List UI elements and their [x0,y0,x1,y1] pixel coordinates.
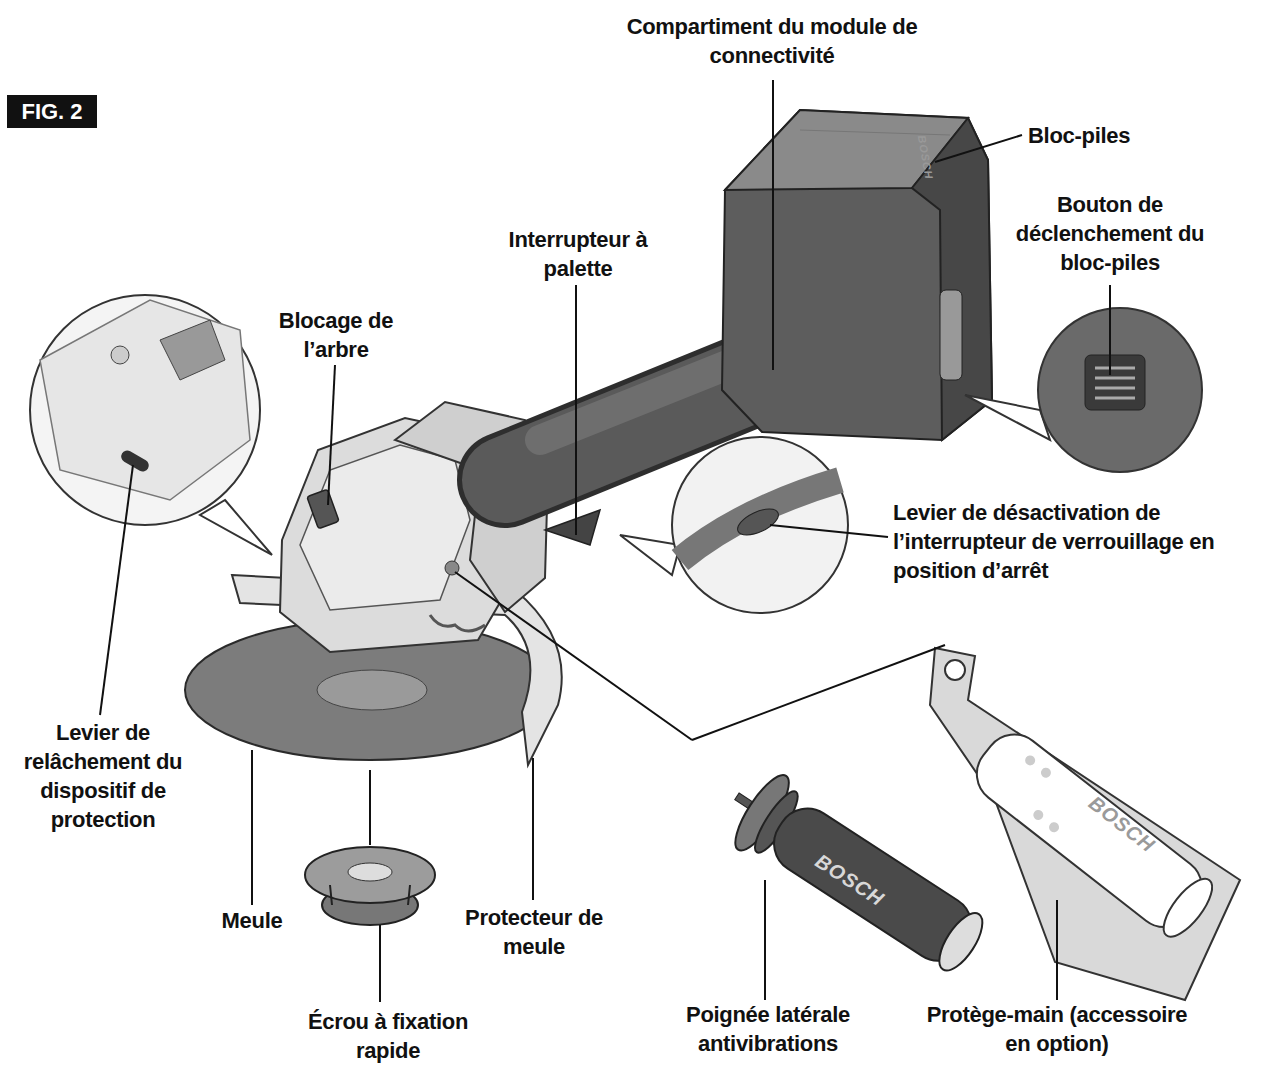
part-label: Protecteur de meule [457,903,612,961]
leader-line [251,750,253,905]
leader-line [369,770,371,845]
hand-guard [930,648,1240,1000]
leader-line [692,645,945,740]
part-label: Bloc-piles [1028,121,1168,150]
gear-head [307,489,339,528]
part-label: Poignée latérale antivibrations [666,1000,871,1058]
battery-pack [800,130,950,135]
hand-guard [1023,753,1037,767]
hand-guard [945,660,965,680]
gear-head [430,615,485,631]
battery-pack [722,110,992,440]
hand-guard [1047,820,1061,834]
inset-guard-lever [119,448,151,473]
inset-lock-off-lever [734,504,782,541]
part-label: Compartiment du module de connectivité [612,12,932,70]
hand-guard [1031,808,1045,822]
part-label: Protège-main (accessoire en option) [926,1000,1188,1058]
hand-guard [1039,766,1053,780]
inset-guard-lever [200,500,272,555]
leader-line [935,135,1022,162]
quick-nut [305,847,435,903]
part-label: Levier de relâchement du dispositif de p… [17,718,189,834]
leader-line [575,285,577,535]
figure-tag: FIG. 2 [7,95,97,128]
leader-line [1109,285,1111,375]
leader-line [772,80,774,370]
inset-lock-off-lever [620,437,848,613]
inset-battery-button [965,395,1050,440]
part-label: Meule [202,906,302,935]
inset-guard-lever [30,295,260,525]
hand-guard [930,648,1240,1000]
gear-head [300,445,470,610]
quick-nut [348,863,392,881]
grip-handle [545,510,600,545]
inset-battery-button [1038,308,1202,472]
leader-line [455,572,692,740]
inset-guard-lever [111,346,129,364]
leader-line [770,525,888,537]
inset-lock-off-lever [680,480,840,560]
inset-lock-off-lever [672,437,848,613]
battery-pack [722,110,992,440]
figure-number: FIG. 2 [21,99,82,125]
grinding-wheel [317,670,427,710]
leader-line [1056,900,1058,1000]
leader-line [764,880,766,1000]
quick-nut [305,847,435,925]
hand-guard [965,722,1221,944]
part-label: Blocage de l’arbre [259,306,414,364]
inset-lock-off-lever [620,535,680,575]
part-label: Bouton de déclenchement du bloc-piles [994,190,1226,277]
leader-line [328,365,335,505]
hand-guard [1155,872,1220,944]
inset-guard-lever [40,300,250,500]
battery-pack [940,290,962,380]
part-label: Écrou à fixation rapide [286,1007,491,1065]
quick-nut [330,885,410,905]
inset-battery-button [1095,368,1135,398]
side-handle [931,906,990,977]
leader-line [532,758,534,900]
part-label: Interrupteur à palette [481,225,676,283]
battery-pack [912,118,992,440]
part-label: Levier de désactivation de l’interrupteu… [893,498,1271,585]
side-handle [713,759,997,986]
inset-battery-button [965,308,1202,472]
leader-line [379,925,381,1002]
inset-guard-lever [160,320,225,380]
grip-handle [540,360,740,440]
inset-battery-button [1085,355,1145,410]
battery-pack [725,110,968,190]
leader-line [100,465,133,715]
inset-guard-lever [30,295,272,555]
